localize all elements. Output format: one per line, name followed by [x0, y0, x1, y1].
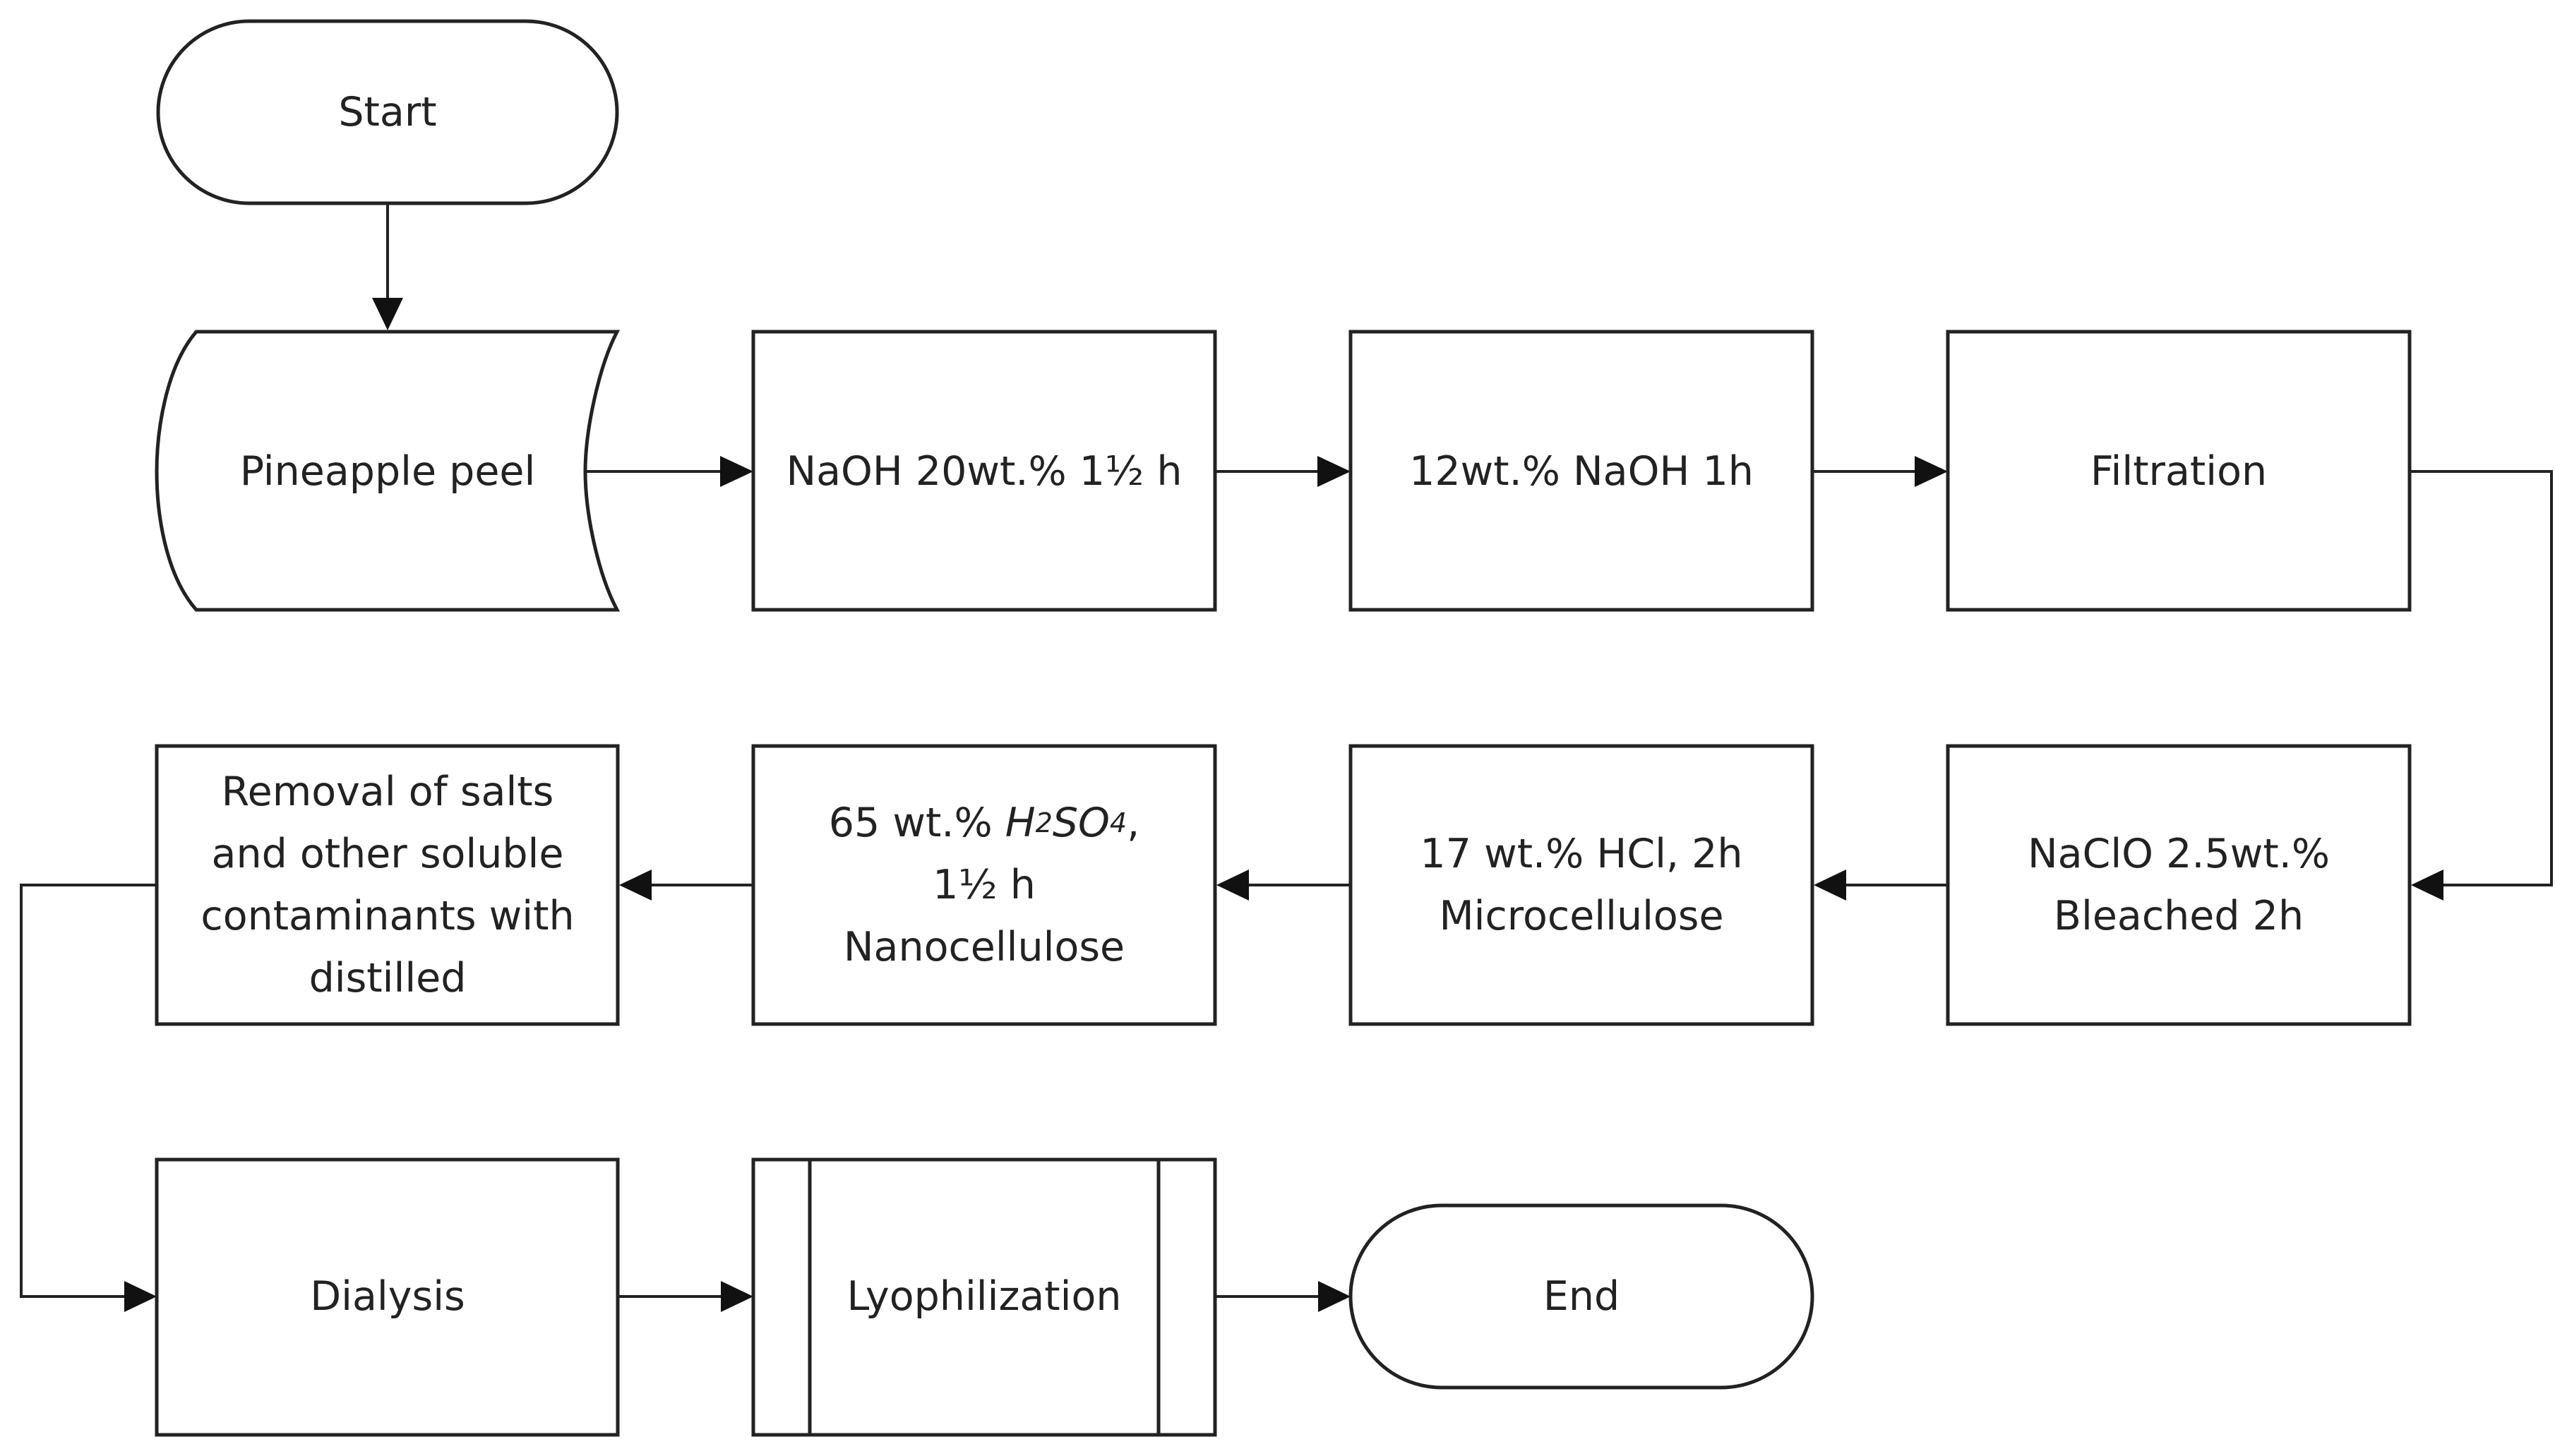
node-naoh-12-label: 12wt.% NaOH 1h: [1409, 448, 1754, 495]
node-lyophilization: Lyophilization: [751, 1157, 1217, 1437]
node-removal-line2: and other soluble: [212, 831, 564, 877]
arrowhead-lyophilization: [721, 1281, 753, 1312]
node-lyophilization-label: Lyophilization: [847, 1273, 1122, 1320]
arrowhead-filtration: [1915, 456, 1948, 487]
node-h2so4-line2: 1½ h: [933, 862, 1036, 908]
node-naoh-20-label: NaOH 20wt.% 1½ h: [786, 448, 1182, 495]
node-h2so4-line1: 65 wt.% H2SO4,: [829, 800, 1139, 846]
edge-removal-to-dialysis: [20, 884, 157, 1298]
node-h2so4-line3: Nanocellulose: [844, 924, 1125, 970]
arrowhead-end: [1318, 1281, 1351, 1312]
node-naclo-line1: NaClO 2.5wt.%: [2028, 831, 2330, 877]
node-naoh-12: 12wt.% NaOH 1h: [1348, 330, 1814, 612]
arrowhead-naclo: [2411, 870, 2443, 901]
node-start-label: Start: [338, 89, 436, 136]
node-h2so4: 65 wt.% H2SO4, 1½ h Nanocellulose: [751, 744, 1217, 1026]
node-filtration: Filtration: [1946, 330, 2412, 612]
connectors: [20, 205, 2553, 1312]
arrowhead-h2so4: [1216, 870, 1249, 901]
node-filtration-label: Filtration: [2090, 448, 2267, 495]
node-dialysis-label: Dialysis: [310, 1273, 465, 1320]
stored-data-shape: [155, 330, 621, 612]
node-naclo: NaClO 2.5wt.% Bleached 2h: [1946, 744, 2412, 1026]
arrowhead-naoh12: [1317, 456, 1351, 487]
node-hcl-line2: Microcellulose: [1439, 893, 1723, 939]
node-removal-line3: contaminants with: [201, 893, 574, 939]
arrowhead-hcl: [1814, 870, 1846, 901]
node-end: End: [1348, 1203, 1814, 1390]
edge-filtration-to-naclo: [2410, 470, 2553, 886]
node-end-label: End: [1543, 1273, 1620, 1320]
node-removal-line4: distilled: [309, 955, 467, 1001]
node-pineapple-peel: Pineapple peel: [155, 330, 621, 612]
arrowhead-dialysis: [124, 1281, 157, 1312]
node-dialysis: Dialysis: [155, 1157, 620, 1437]
node-hcl-line1: 17 wt.% HCl, 2h: [1420, 831, 1742, 877]
node-removal: Removal of salts and other soluble conta…: [155, 744, 620, 1026]
node-start: Start: [156, 19, 619, 205]
node-removal-line1: Removal of salts: [222, 769, 554, 815]
arrowhead-removal: [619, 870, 652, 901]
node-naclo-line2: Bleached 2h: [2054, 893, 2304, 939]
arrowhead-pineapple: [372, 298, 403, 330]
node-hcl: 17 wt.% HCl, 2h Microcellulose: [1348, 744, 1814, 1026]
arrowhead-naoh20: [720, 456, 753, 487]
node-naoh-20: NaOH 20wt.% 1½ h: [751, 330, 1217, 612]
node-pineapple-peel-label: Pineapple peel: [240, 448, 536, 495]
